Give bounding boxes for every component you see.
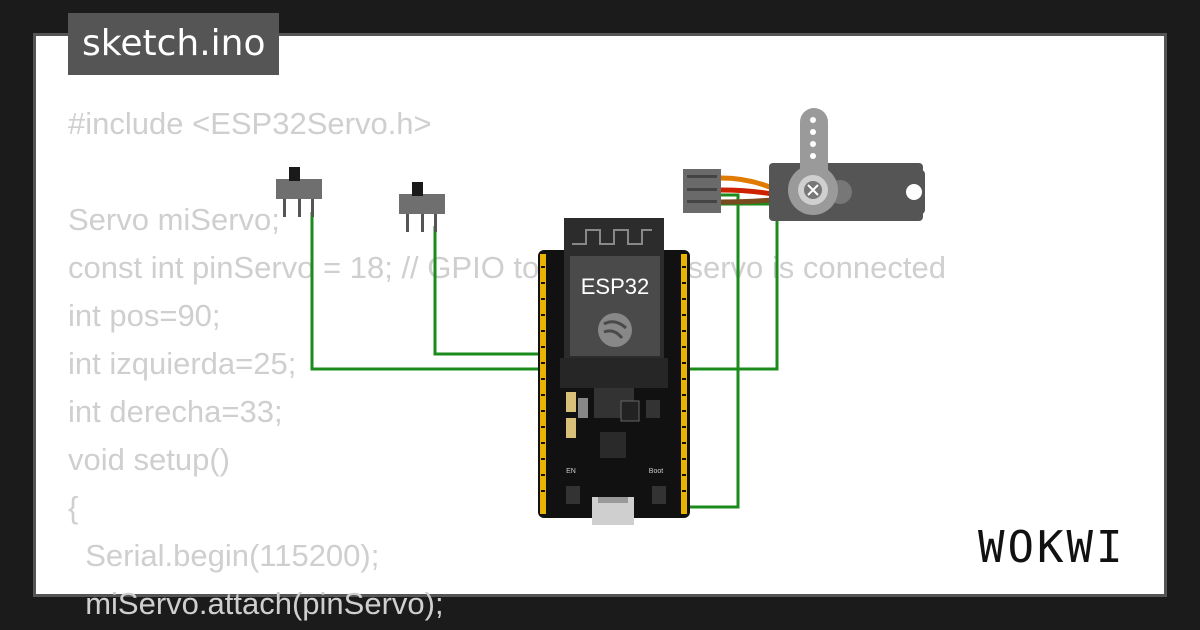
slide-switch-1[interactable] bbox=[276, 167, 322, 217]
code-line: miServo.attach(pinServo); bbox=[68, 586, 444, 621]
wokwi-logo: WOKWI bbox=[978, 522, 1126, 573]
code-line: void setup() bbox=[68, 442, 230, 477]
wire-servo-signal[interactable] bbox=[683, 202, 779, 371]
wire-switch1-gpio25[interactable] bbox=[310, 212, 545, 371]
file-tab[interactable]: sketch.ino bbox=[68, 13, 280, 75]
code-line: { bbox=[68, 490, 79, 525]
code-line: #include <ESP32Servo.h> bbox=[68, 106, 432, 141]
code-line: int derecha=33; bbox=[68, 394, 283, 429]
code-line: Serial.begin(115200); bbox=[68, 538, 380, 573]
esp32-board[interactable]: ESP32 EN Boot bbox=[538, 218, 690, 525]
wire-switch2-gpio33[interactable] bbox=[433, 226, 545, 356]
code-line: int izquierda=25; bbox=[68, 346, 297, 381]
code-line: int pos=90; bbox=[68, 298, 221, 333]
esp32-chip-label: ESP32 bbox=[581, 274, 650, 299]
boot-button-label: Boot bbox=[649, 468, 663, 475]
en-button-label: EN bbox=[566, 468, 576, 475]
servo-connector[interactable] bbox=[683, 169, 773, 213]
slide-switch-2[interactable] bbox=[399, 182, 445, 232]
servo-motor[interactable] bbox=[769, 108, 925, 221]
code-line: Servo miServo; bbox=[68, 202, 280, 237]
